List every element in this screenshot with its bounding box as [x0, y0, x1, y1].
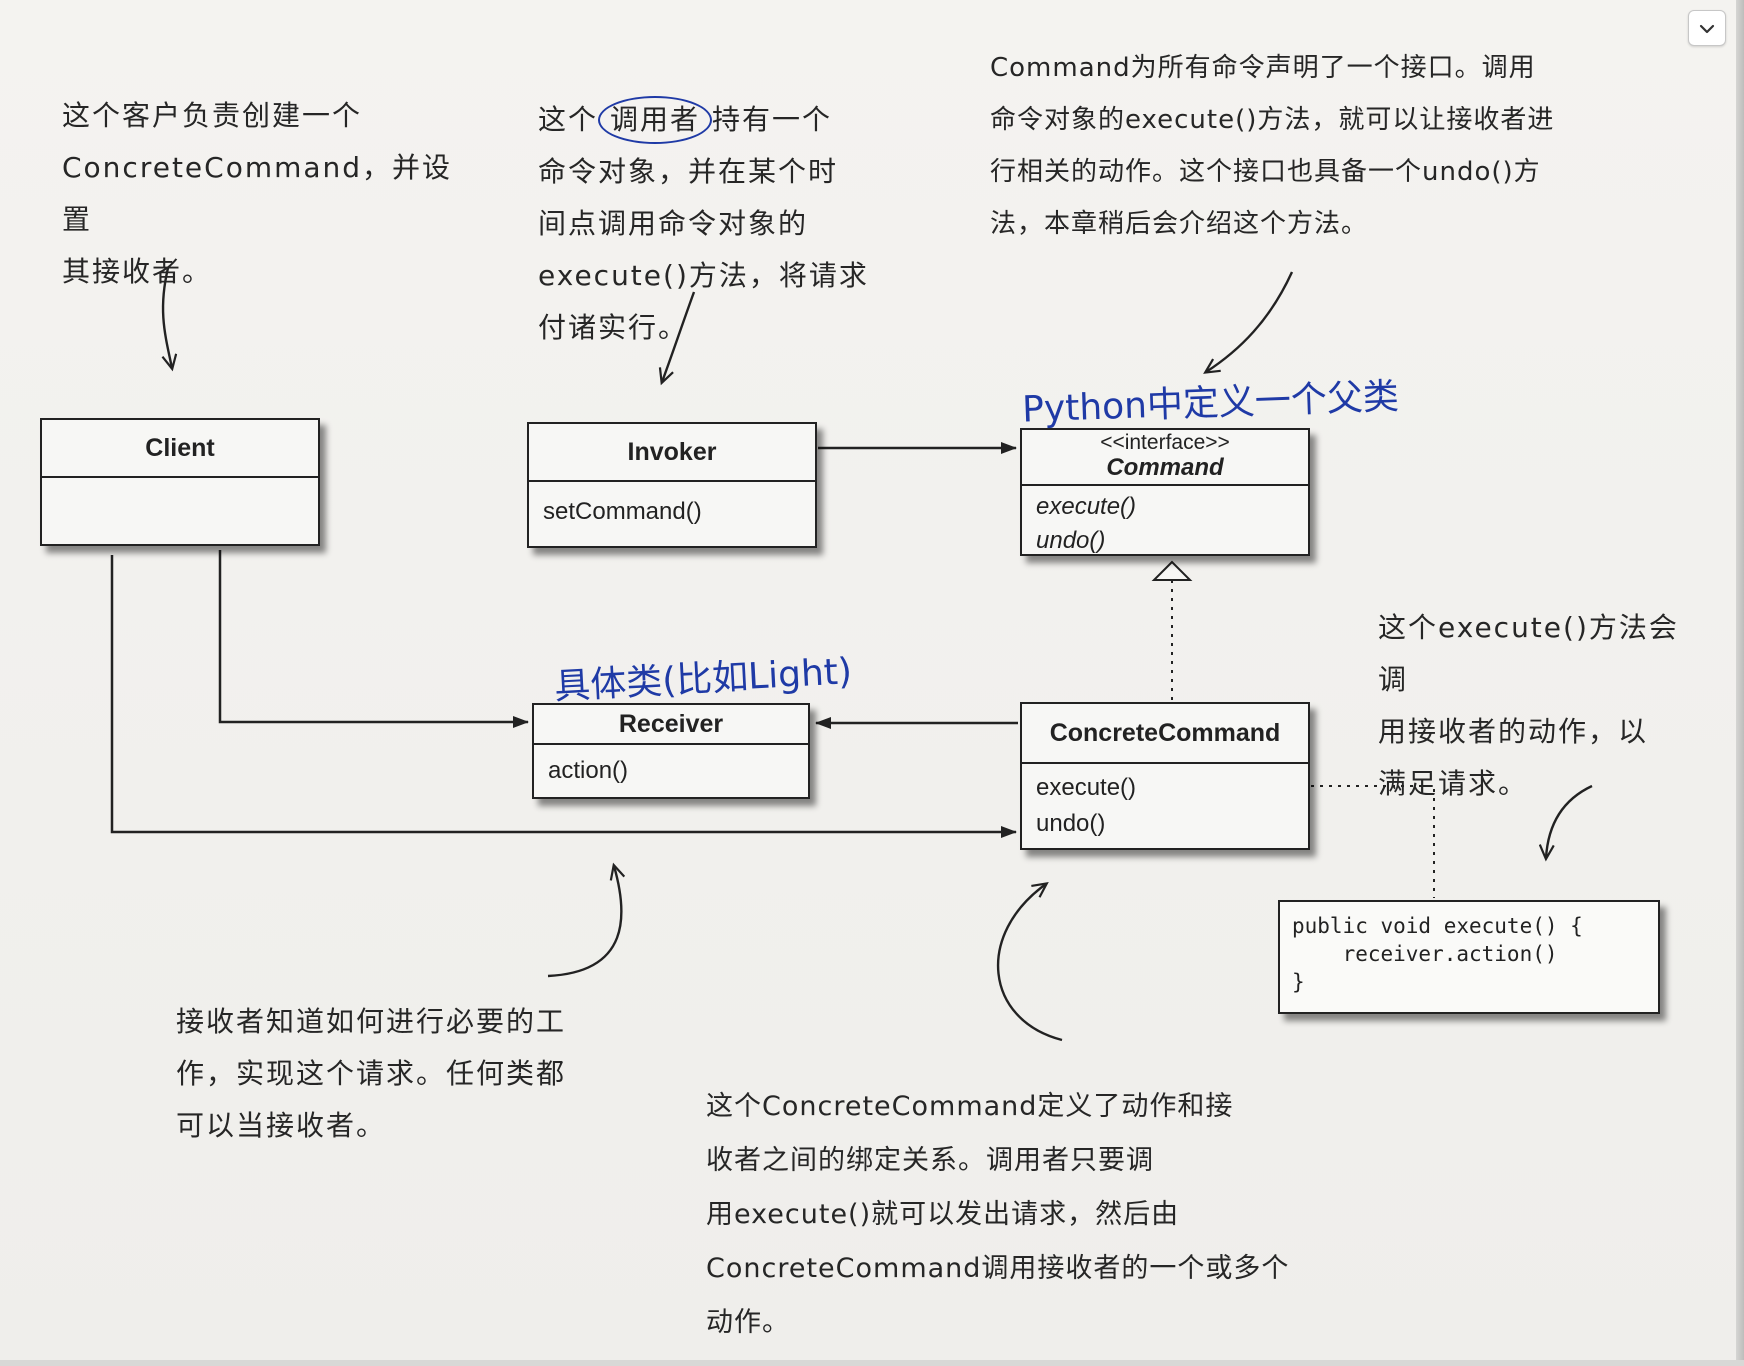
command-method-undo: undo()	[1036, 527, 1106, 554]
command-note-pointer	[1203, 271, 1294, 374]
concrete-class-name: ConcreteCommand	[1022, 704, 1308, 764]
concrete-command-box: ConcreteCommand execute() undo()	[1020, 702, 1310, 850]
execute-code-note: public void execute() { receiver.action(…	[1278, 900, 1660, 1014]
client-note: 这个客户负责创建一个 ConcreteCommand，并设置 其接收者。	[62, 99, 453, 288]
command-stereotype: <<interface>>	[1100, 431, 1230, 454]
invoker-note: 这个调用者持有一个 命令对象，并在某个时 间点调用命令对象的 execute()…	[538, 42, 908, 354]
concrete-method-execute: execute()	[1036, 774, 1137, 801]
client-class-name: Client	[42, 420, 318, 478]
receiver-class-box: Receiver action()	[532, 703, 810, 799]
realization-triangle	[1151, 560, 1193, 581]
invoker-note-rest: 持有一个 命令对象，并在某个时 间点调用命令对象的 execute()方法，将请…	[538, 103, 869, 344]
chevron-down-icon	[1699, 18, 1715, 39]
command-methods: execute() undo()	[1022, 486, 1308, 558]
invoker-class-box: Invoker setCommand()	[527, 422, 817, 548]
concrete-note: 这个ConcreteCommand定义了动作和接 收者之间的绑定关系。调用者只要…	[706, 1091, 1290, 1338]
client-class-box: Client	[40, 418, 320, 546]
invoker-method: setCommand()	[543, 498, 702, 525]
receiver-class-name: Receiver	[534, 705, 808, 745]
invoker-note-prefix: 这个	[538, 103, 599, 136]
execute-note: 这个execute()方法会调 用接收者的动作，以 满足请求。	[1378, 611, 1679, 800]
page-right-edge	[1736, 0, 1744, 1366]
receiver-note: 接收者知道如何进行必要的工 作，实现这个请求。任何类都 可以当接收者。	[176, 1005, 567, 1142]
client-concrete-association	[110, 555, 1017, 838]
client-note-pointer	[161, 267, 178, 372]
concrete-method-undo: undo()	[1036, 810, 1106, 837]
client-receiver-association	[218, 550, 529, 728]
command-header: <<interface>> Command	[1022, 430, 1308, 486]
execute-note-pointer	[1538, 784, 1593, 862]
receiver-method: action()	[548, 757, 629, 784]
concrete-methods: execute() undo()	[1022, 764, 1308, 842]
concrete-note-pointer	[996, 881, 1063, 1042]
command-method-execute: execute()	[1036, 493, 1137, 520]
command-note: Command为所有命令声明了一个接口。调用 命令对象的execute()方法，…	[990, 53, 1555, 239]
invoker-class-name: Invoker	[529, 424, 815, 482]
receiver-note-pointer	[547, 862, 626, 978]
invoker-note-circled: 调用者	[598, 96, 713, 144]
command-interface-box: <<interface>> Command execute() undo()	[1020, 428, 1310, 556]
page-bottom-edge	[0, 1360, 1744, 1366]
collapse-button[interactable]	[1688, 10, 1726, 46]
invoker-note-pointer	[658, 291, 696, 386]
command-class-name: Command	[1106, 454, 1224, 481]
